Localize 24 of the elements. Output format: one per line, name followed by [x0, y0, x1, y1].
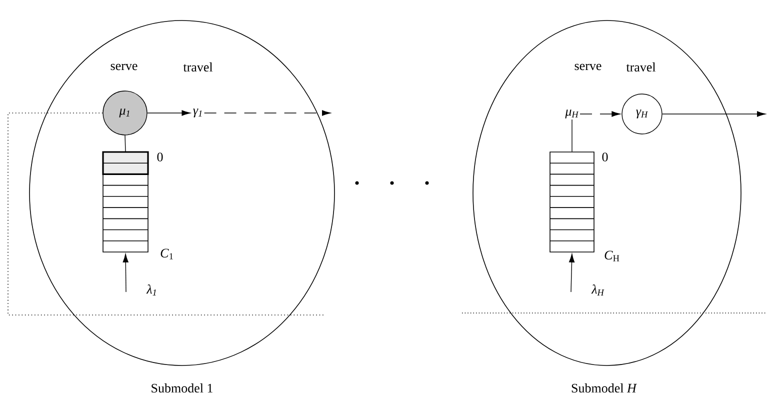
column-label: travel [626, 62, 656, 72]
rate-symbol: μ$_{H}$ [565, 110, 579, 118]
arrow [122, 254, 128, 292]
edge-label: λ$_{H}$ [590, 284, 606, 296]
column-label: serve [110, 64, 138, 70]
node-label: Submodel H [572, 383, 637, 393]
edge-label: λ$_{1}$ [146, 283, 158, 296]
node-label: 0 [602, 152, 608, 162]
submodel-ellipse [29, 20, 335, 366]
arrow [568, 254, 575, 292]
arrow [662, 111, 766, 117]
node-label: Submodel 1 [152, 383, 212, 393]
node-label: C$_{1}$ [160, 248, 173, 260]
rate-symbol: γ$_{1}$ [193, 108, 202, 118]
arrow [204, 110, 331, 116]
submodel-ellipse [472, 20, 742, 366]
column-label: serve [574, 64, 602, 70]
node-label: 0 [157, 152, 163, 162]
column-label: travel [183, 62, 213, 72]
queue-buffer [102, 151, 149, 252]
arrow [147, 110, 190, 116]
queue-buffer [550, 152, 594, 252]
node-label: C$_{H}$ [604, 250, 620, 262]
arrow [580, 111, 620, 117]
